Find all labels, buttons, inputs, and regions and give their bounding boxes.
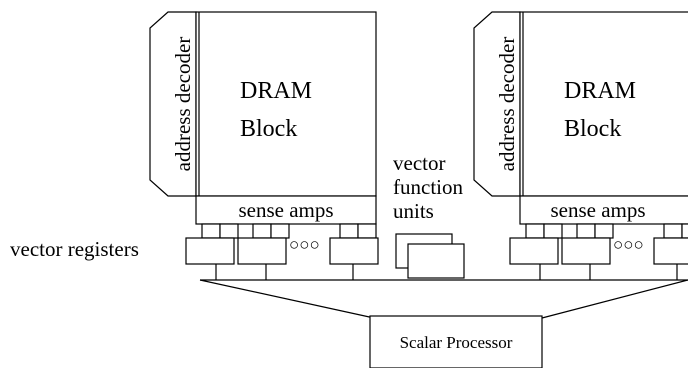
vector-function-unit (407, 243, 465, 279)
left-register-ellipsis: ○○○ (289, 235, 320, 254)
vfu-label-line2: function (393, 175, 463, 199)
left-vector-registers (185, 237, 379, 265)
scalar-processor-label: Scalar Processor (400, 333, 513, 352)
left-sense-amps-label: sense amps (238, 198, 333, 222)
vector-register (329, 237, 379, 265)
right-register-ellipsis: ○○○ (613, 235, 644, 254)
vector-register (185, 237, 235, 265)
left-dram-label: DRAM (240, 78, 312, 104)
left-dram-block (195, 11, 377, 197)
right-memory-bank: address decoder DRAM Block sense amps ○○… (473, 11, 688, 280)
vfu-label-line1: vector (393, 151, 445, 175)
scalar-processor (369, 315, 543, 368)
left-address-decoder-label: address decoder (171, 37, 195, 172)
right-block-label: Block (564, 116, 621, 142)
vector-function-units: vector function units (393, 151, 465, 279)
left-memory-bank: address decoder DRAM Block sense amps ○○… (149, 11, 379, 280)
vector-register (509, 237, 559, 265)
vector-register (237, 237, 287, 265)
vector-register (653, 237, 688, 265)
vector-registers-label: vector registers (10, 237, 139, 261)
right-dram-label: DRAM (564, 78, 636, 104)
left-sense-amps (195, 195, 377, 225)
right-dram-block (519, 11, 688, 197)
vfu-label-line3: units (393, 199, 434, 223)
right-vector-registers (509, 237, 688, 265)
interconnect-bus (199, 279, 688, 319)
left-block-label: Block (240, 116, 297, 142)
right-address-decoder-label: address decoder (495, 37, 519, 172)
right-sense-amps-label: sense amps (550, 198, 645, 222)
vector-register (561, 237, 611, 265)
